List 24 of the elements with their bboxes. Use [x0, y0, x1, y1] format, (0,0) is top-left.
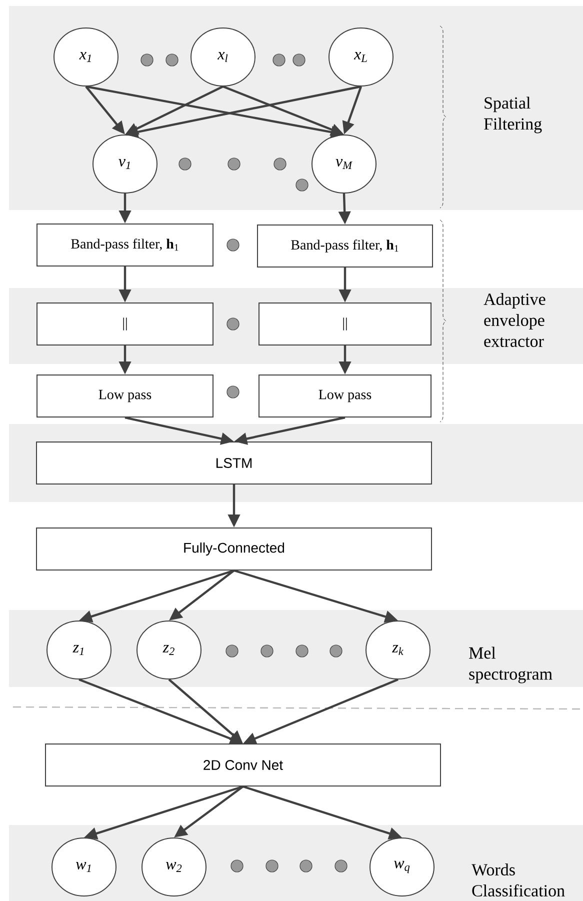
process-box: ||: [258, 302, 432, 346]
ellipse-node: z$_{k}$: [366, 620, 430, 680]
side-label: Mel spectrogram: [469, 646, 552, 684]
ellipse-node: x$_{l}$: [190, 28, 256, 86]
ellipse-node: x$_{L}$: [328, 28, 394, 86]
ellipse-node: v$_{1}$: [92, 134, 158, 194]
ellipse-node: w$_{1}$: [52, 838, 116, 896]
process-box: Band-pass filter, h$_{1}$: [36, 224, 214, 266]
process-box: ||: [36, 302, 214, 346]
process-box: 2D Conv Net: [45, 744, 441, 786]
side-label: Words Classification: [472, 864, 565, 896]
process-box: Band-pass filter, h$_{1}$: [257, 224, 433, 268]
process-box: LSTM: [36, 442, 432, 484]
process-box: Low pass: [36, 374, 214, 418]
ellipse-node: v$_{M}$: [312, 134, 376, 194]
ellipse-node: z$_{2}$: [136, 620, 202, 680]
side-label: Adaptive envelope extractor: [484, 293, 546, 347]
ellipse-node: z$_{1}$: [46, 620, 112, 680]
ellipse-node: x$_{1}$: [54, 28, 118, 86]
side-label: Spatial Filtering: [484, 96, 542, 134]
ellipse-node: w$_{q}$: [370, 838, 434, 896]
process-box: Fully-Connected: [36, 528, 432, 570]
process-box: Low pass: [258, 374, 432, 418]
ellipse-node: w$_{2}$: [142, 838, 206, 896]
